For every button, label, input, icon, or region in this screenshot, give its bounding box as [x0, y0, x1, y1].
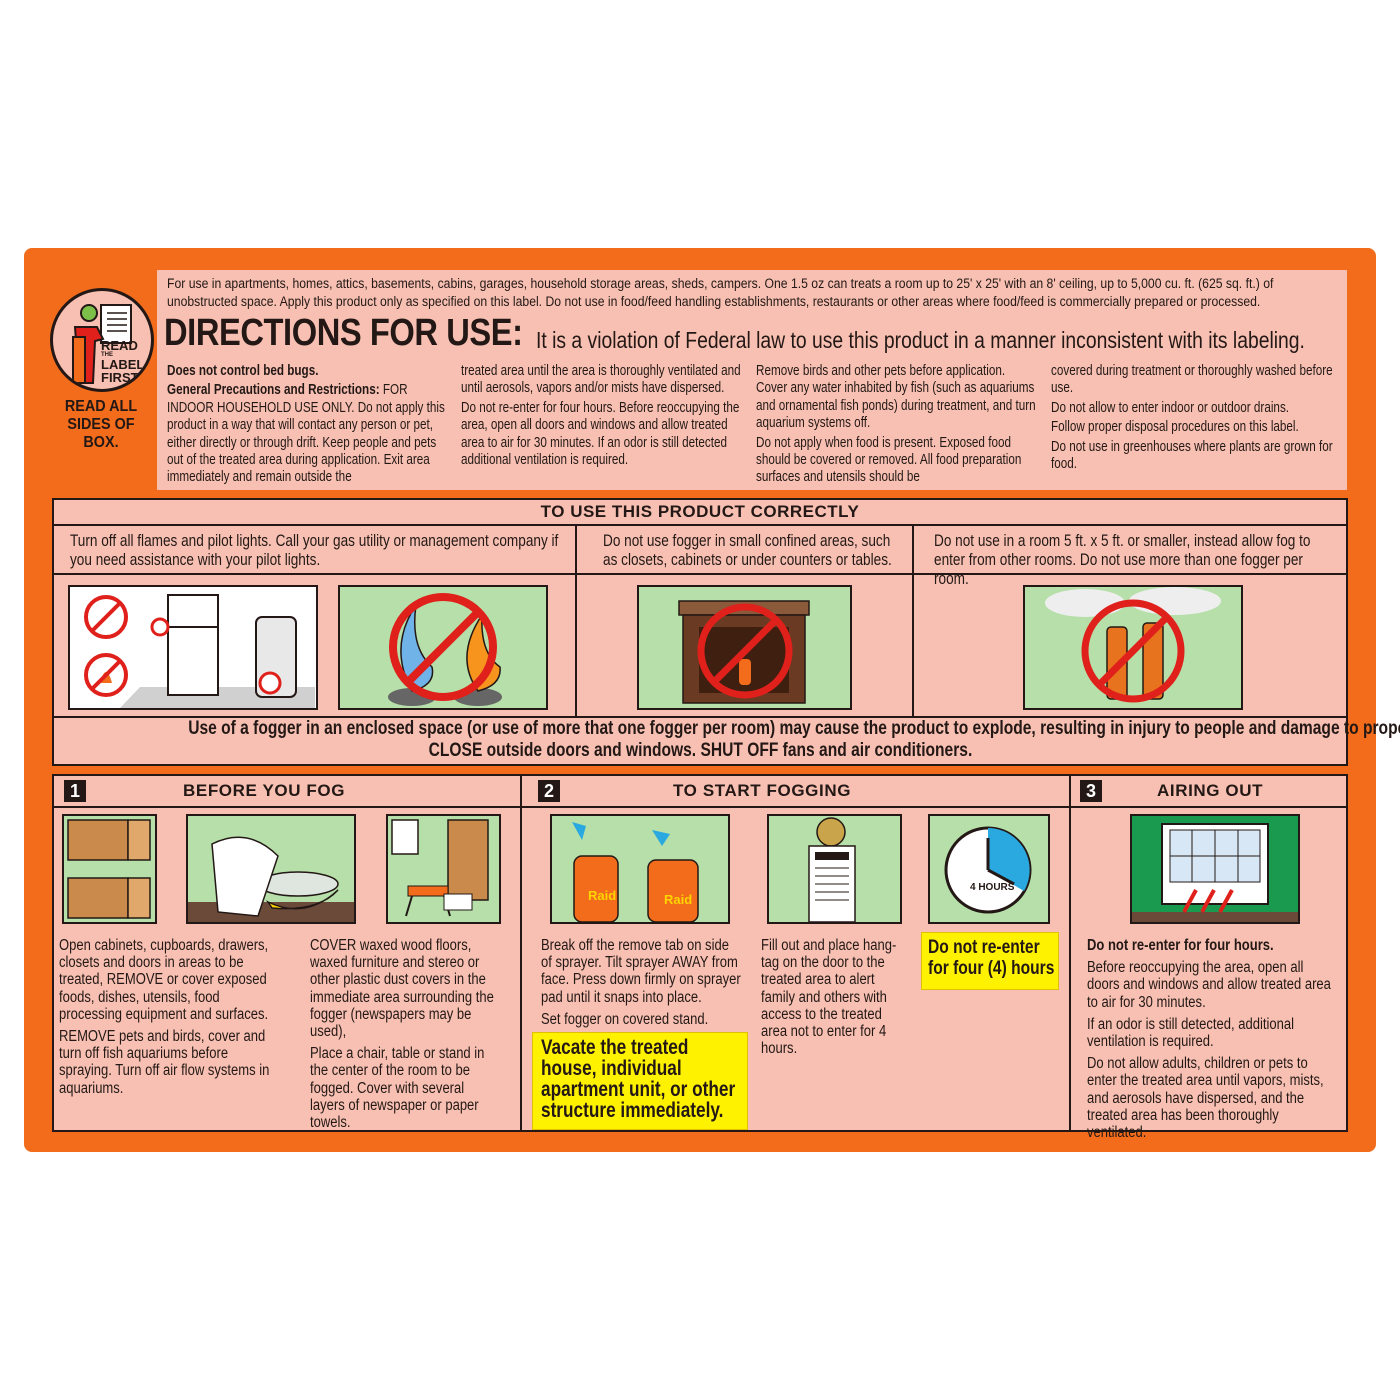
step-3-text: Do not re-enter for four hours. Before r… — [1087, 937, 1335, 1146]
step-1-a1: Open cabinets, cupboards, drawers, close… — [59, 937, 269, 1023]
step-1-right-text: COVER waxed wood floors, waxed furniture… — [310, 937, 500, 1136]
vacate-warning: Vacate the treated house, individual apa… — [541, 1036, 736, 1122]
step-3-p2: If an odor is still detected, additional… — [1087, 1015, 1295, 1051]
four-hours-clock-illustration: 4 HOURS — [928, 814, 1050, 924]
flames-instruction: Turn off all flames and pilot lights. Ca… — [70, 531, 559, 569]
hang-tag-icon — [808, 817, 856, 922]
hang-tag-illustration — [767, 814, 902, 924]
directions-col-2: treated area until the area is thoroughl… — [461, 362, 742, 470]
col3-p1: Remove birds and other pets before appli… — [756, 362, 1036, 432]
window-icon — [1132, 823, 1298, 922]
col2-p1: treated area until the area is thoroughl… — [461, 362, 741, 397]
logo-read: READ — [101, 338, 138, 353]
no-cabinet-illustration — [637, 585, 852, 710]
divider — [520, 774, 522, 1132]
appliance-icon — [84, 594, 315, 708]
warning-line-1: Use of a fogger in an enclosed space (or… — [188, 718, 1400, 739]
step-2-a2: Set fogger on covered stand. — [541, 1010, 709, 1028]
raid-logo-1: Raid — [588, 888, 616, 903]
step-3-number: 3 — [1080, 780, 1102, 802]
col3-p2: Do not apply when food is present. Expos… — [756, 433, 1022, 486]
confined-areas-instruction: Do not use fogger in small confined area… — [603, 531, 892, 569]
intro-text: For use in apartments, homes, attics, ba… — [167, 276, 1274, 310]
read-label-logo: READ THE LABEL FIRST — [50, 288, 154, 392]
read-all-sides-caption: READ ALL SIDES OF BOX. — [64, 398, 138, 451]
small-room-instruction: Do not use in a room 5 ft. x 5 ft. or sm… — [934, 531, 1311, 588]
divider — [912, 524, 914, 716]
col2-p2: Do not re-enter for four hours. Before r… — [461, 398, 740, 469]
divider — [1069, 774, 1071, 1132]
col4-p1: covered during treatment or thoroughly w… — [1051, 362, 1333, 397]
warning-line-2: CLOSE outside doors and windows. SHUT OF… — [428, 740, 972, 761]
directions-col-3: Remove birds and other pets before appli… — [756, 362, 1037, 488]
chair-newspaper-illustration — [386, 814, 501, 924]
col4-p2: Do not allow to enter indoor or outdoor … — [1051, 398, 1290, 416]
use-correctly-heading: TO USE THIS PRODUCT CORRECTLY — [540, 502, 860, 521]
divider — [52, 524, 1348, 526]
gp-text: FOR INDOOR HOUSEHOLD USE ONLY. Do not ap… — [167, 381, 445, 486]
logo-the: THE — [101, 352, 113, 358]
step-3-p1: Before reoccupying the area, open all do… — [1087, 959, 1331, 1011]
clock-icon: 4 HOURS — [944, 826, 1032, 914]
directions-subtitle: It is a violation of Federal law to use … — [536, 327, 1305, 353]
col4-p4: Do not use in greenhouses where plants a… — [1051, 437, 1333, 473]
step-3-p0: Do not re-enter for four hours. — [1087, 937, 1274, 954]
directions-box — [157, 270, 1347, 490]
activate-sprayer-illustration: Raid Raid — [550, 814, 730, 924]
no-two-foggers-illustration — [1023, 585, 1243, 710]
general-precautions: General Precautions and Restrictions: FO… — [167, 381, 448, 485]
divider — [575, 524, 577, 716]
step-1-number: 1 — [64, 780, 86, 802]
directions-col-4: covered during treatment or thoroughly w… — [1051, 362, 1340, 474]
step-3-title: AIRING OUT — [1157, 781, 1264, 800]
reenter-warning-box: Do not re-enter for four (4) hours — [921, 932, 1059, 990]
no-flames-illustration — [338, 585, 548, 710]
logo-label: LABEL — [101, 357, 145, 372]
explosion-warning: Use of a fogger in an enclosed space (or… — [52, 718, 1400, 762]
step-2-b1: Fill out and place hang-tag on the door … — [761, 937, 897, 1058]
dishes-icon — [188, 836, 354, 922]
directions-title: DIRECTIONS FOR USE: — [164, 312, 523, 354]
pilot-lights-illustration — [68, 585, 318, 710]
vacate-warning-box: Vacate the treated house, individual apa… — [532, 1032, 748, 1130]
read-label-icon — [72, 304, 132, 384]
logo-first: FIRST — [101, 370, 139, 385]
divider — [52, 716, 1348, 718]
col4-p3: Follow proper disposal procedures on thi… — [1051, 418, 1299, 436]
cabinet-icon — [678, 600, 810, 704]
cover-food-illustration — [186, 814, 356, 924]
step-2-number: 2 — [538, 780, 560, 802]
bed-bugs-note: Does not control bed bugs. — [167, 362, 319, 379]
step-1-left-text: Open cabinets, cupboards, drawers, close… — [59, 937, 276, 1102]
cupboard-icon — [67, 819, 151, 919]
step-2-left-text: Break off the remove tab on side of spra… — [541, 937, 741, 1033]
raid-logo-2: Raid — [664, 892, 692, 907]
step-1-title: BEFORE YOU FOG — [183, 781, 346, 800]
divider — [52, 806, 1348, 808]
step-1-a2: REMOVE pets and birds, cover and turn of… — [59, 1028, 270, 1097]
step-1-b1: COVER waxed wood floors, waxed furniture… — [310, 937, 494, 1041]
open-window-illustration — [1130, 814, 1300, 924]
two-foggers-icon — [1045, 587, 1221, 703]
directions-col-1: Does not control bed bugs. General Preca… — [167, 362, 448, 488]
clock-label: 4 HOURS — [970, 882, 1015, 893]
step-2-a1: Break off the remove tab on side of spra… — [541, 937, 741, 1006]
step-1-b2: Place a chair, table or stand in the cen… — [310, 1045, 485, 1132]
divider — [52, 573, 1348, 575]
fogger-can-icon: Raid Raid — [572, 822, 699, 922]
reenter-warning: Do not re-enter for four (4) hours — [928, 937, 1055, 979]
stand-icon — [391, 819, 489, 917]
open-cabinets-illustration — [62, 814, 157, 924]
step-2-title: TO START FOGGING — [673, 781, 852, 800]
step-2-right-text: Fill out and place hang-tag on the door … — [761, 937, 908, 1062]
no-flame-icon — [388, 593, 502, 706]
gp-label: General Precautions and Restrictions: — [167, 381, 380, 399]
step-3-p3: Do not allow adults, children or pets to… — [1087, 1055, 1324, 1142]
